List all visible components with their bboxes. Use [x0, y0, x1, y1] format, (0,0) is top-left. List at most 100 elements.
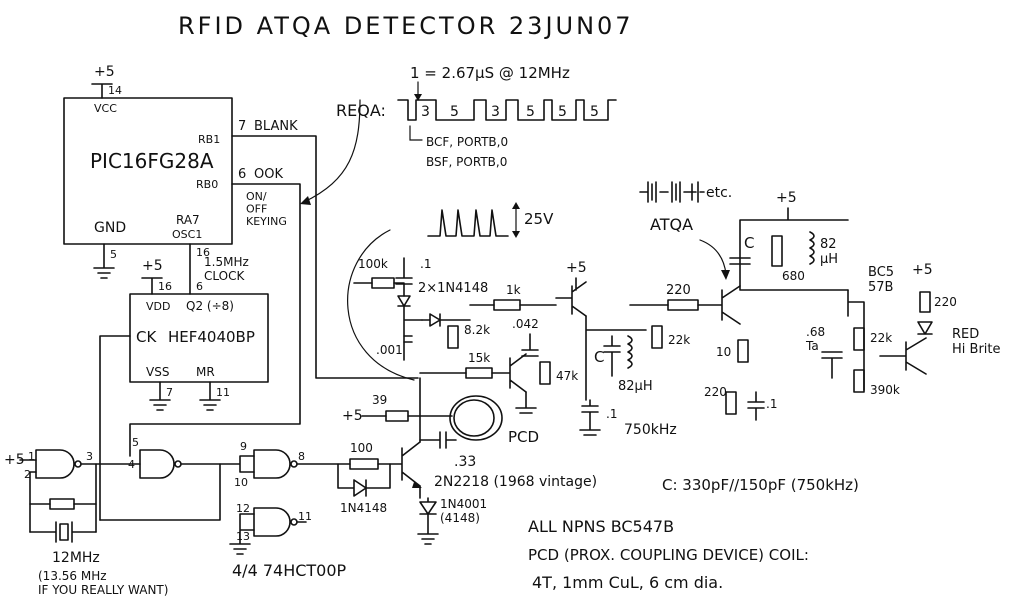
cap-note: C: 330pF//150pF (750kHz) — [662, 476, 859, 494]
tank-cap-label: C — [594, 348, 604, 366]
capacitor-33 — [419, 431, 457, 449]
gate4-pin-12: 12 — [236, 502, 250, 515]
capacitor-01b-label: .1 — [606, 407, 617, 421]
bcf-instruction: BCF, PORTB,0 — [426, 135, 508, 149]
diode-1n4001-label: 1N4001(4148) — [440, 497, 487, 525]
nand-gate-4-bubble — [290, 518, 298, 526]
amplitude-arrow-down — [512, 231, 520, 238]
nand-gate-3-bubble — [290, 460, 298, 468]
bc547-stage-2 — [555, 277, 587, 317]
driver-section: 100 1N4148 +5 39 PCD .33 2N2218 (1968 vi… — [296, 377, 597, 545]
bsf-instruction: BSF, PORTB,0 — [426, 155, 507, 169]
diode-1n4001 — [417, 497, 439, 545]
counter-mr-ground — [199, 381, 221, 411]
gates-supply-label: +5 — [4, 452, 25, 468]
feedback-resistor — [49, 498, 75, 510]
counter-supply-wire — [141, 277, 163, 295]
nand-gate-3 — [253, 449, 291, 479]
tank-capacitor — [603, 335, 621, 377]
capacitor-001 — [403, 335, 413, 343]
counter-vss-ground — [149, 381, 171, 411]
atqa-arrowhead — [721, 270, 730, 280]
pcd-coil — [449, 395, 503, 441]
pic-ra7-label: RA7 — [176, 213, 200, 227]
pic-microcontroller: +5 14 VCC PIC16FG28A RB1 RB0 GND RA7 OSC… — [63, 64, 419, 457]
reqa-label: REQA: — [336, 101, 386, 120]
nand-gate-1 — [35, 449, 75, 479]
resistor-220c — [919, 291, 931, 313]
driver-supply-label: +5 — [342, 408, 363, 424]
resistor-1k-label: 1k — [506, 283, 521, 297]
capacitor-001-label: .001 — [376, 343, 403, 357]
reqa-timing-diagram: 1 = 2.67µS @ 12MHz REQA: 3 5 3 5 5 5 BCF… — [336, 64, 732, 238]
gate3-pin-8: 8 — [298, 450, 305, 463]
gate3-input-wires — [219, 455, 255, 473]
gate2-output-wire — [99, 463, 221, 521]
crystal-label: 12MHz — [52, 550, 100, 566]
pic-supply-wire — [91, 83, 113, 99]
gate1-pin-3: 3 — [86, 450, 93, 463]
diodes-label: 2×1N4148 — [418, 281, 488, 296]
blank-wire — [231, 135, 419, 379]
clock-in-wire — [99, 335, 131, 521]
counter-q2-label: Q2 (÷8) — [186, 299, 234, 313]
resistor-220b-label: 220 — [704, 385, 727, 399]
ook-wire — [129, 183, 301, 457]
notes-section: C: 330pF//150pF (750kHz) ALL NPNS BC547B… — [528, 476, 859, 592]
nand-gate-2-bubble — [174, 460, 182, 468]
resistor-8k2 — [447, 325, 459, 349]
diode-1n4148 — [337, 463, 391, 497]
coupling-arc — [347, 229, 415, 381]
nand-gate-1-bubble — [74, 460, 82, 468]
counter-mr-label: MR — [196, 365, 215, 379]
resistor-39-label: 39 — [372, 393, 387, 407]
resistor-220c-label: 220 — [934, 295, 957, 309]
gate3-pin-9: 9 — [240, 440, 247, 453]
pulse-value-2: 5 — [450, 104, 459, 120]
resistor-680 — [771, 235, 783, 267]
tank2-rails — [739, 207, 849, 291]
tank-inductor — [627, 335, 633, 369]
atqa-arrow — [699, 239, 727, 275]
resistor-100-label: 100 — [350, 441, 373, 455]
gate4-pin-13: 13 — [236, 530, 250, 543]
crystal-symbol — [29, 521, 97, 543]
resistor-1k — [493, 299, 521, 311]
resistor-100 — [349, 458, 379, 470]
resistor-15k-label: 15k — [468, 351, 490, 365]
counter-q2-pin: 6 — [196, 280, 203, 293]
resistor-47k — [539, 361, 551, 385]
capacitor-042 — [521, 333, 539, 357]
atqa-label: ATQA — [650, 215, 693, 234]
diode-1n4148-label: 1N4148 — [340, 501, 387, 515]
capacitor-01c-label: .1 — [766, 397, 777, 411]
ook-label: OOK — [254, 167, 283, 182]
etc-label: etc. — [706, 185, 732, 201]
pulse-value-1: 3 — [421, 104, 430, 120]
capacitor-01 — [395, 257, 413, 297]
counter-chip-outline — [129, 293, 269, 383]
capacitor-042-label: .042 — [512, 317, 539, 331]
nand-gate-4 — [253, 507, 291, 537]
receiver-supply-label: +5 — [566, 260, 587, 276]
transistor-2n2218 — [377, 441, 421, 487]
amplitude-arrow-up — [512, 202, 520, 209]
supply2-label: +5 — [776, 190, 797, 206]
reqa-pulse-train — [397, 99, 617, 121]
bc547-stage-1 — [419, 353, 527, 393]
resistor-680-label: 680 — [782, 269, 805, 283]
pic-osc-pin: 16 — [196, 246, 210, 259]
gate1-pin-2: 2 — [24, 468, 31, 481]
timing-unit-note: 1 = 2.67µS @ 12MHz — [410, 64, 570, 82]
pic-gnd-pin: 5 — [110, 248, 117, 261]
pcd-coil-inner — [453, 399, 495, 437]
coil-note: 4T, 1mm CuL, 6 cm dia. — [532, 573, 723, 592]
capacitor-33-label: .33 — [454, 454, 476, 470]
